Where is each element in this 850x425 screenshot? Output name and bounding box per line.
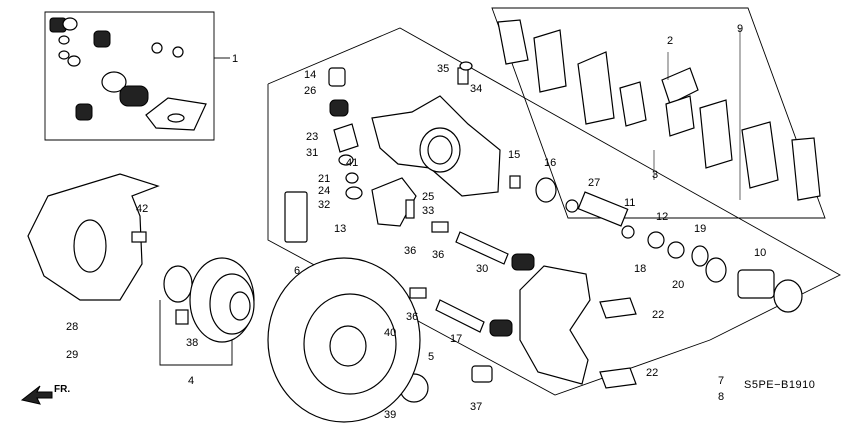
callout: 36	[406, 311, 418, 323]
callout: 32	[318, 199, 330, 211]
callout: 33	[422, 205, 434, 217]
callout: 40	[384, 327, 396, 339]
callout: 34	[470, 83, 482, 95]
callout: 28	[66, 321, 78, 333]
callout: 15	[508, 149, 520, 161]
callout: 27	[588, 177, 600, 189]
callout: 30	[476, 263, 488, 275]
brake-pads	[497, 19, 821, 201]
callout: 36	[404, 245, 416, 257]
callout: 16	[544, 157, 556, 169]
callout: 39	[384, 409, 396, 421]
callout: 10	[754, 247, 766, 259]
front-direction-label: FR.	[54, 384, 70, 395]
callout: 25	[422, 191, 434, 203]
callout: 6	[294, 265, 300, 277]
seal-kit-parts	[49, 17, 230, 131]
callout: 31	[306, 147, 318, 159]
callout: 37	[470, 401, 482, 413]
callout: 21	[318, 173, 330, 185]
callout: 29	[66, 349, 78, 361]
front-direction-arrow	[20, 385, 53, 405]
diagram-code: S5PE−B1910	[744, 379, 815, 391]
callout: 41	[346, 157, 358, 169]
callout: 5	[428, 351, 434, 363]
callout: 20	[672, 279, 684, 291]
callout: 7	[718, 375, 724, 387]
callout: 24	[318, 185, 330, 197]
callout: 35	[437, 63, 449, 75]
callout: 26	[304, 85, 316, 97]
callout: 9	[737, 23, 743, 35]
callout: 8	[718, 391, 724, 403]
callout: 3	[652, 169, 658, 181]
callout: 17	[450, 333, 462, 345]
callout: 11	[624, 197, 635, 209]
callout: 13	[334, 223, 346, 235]
callout: 42	[136, 203, 148, 215]
callout: 18	[634, 263, 646, 275]
callout-numbers: 1 2 3 4 5 6 7 8 9 10 11 12 13 14 15 16 1…	[66, 23, 766, 421]
callout: 12	[656, 211, 668, 223]
callout: 36	[432, 249, 444, 261]
callout: 14	[304, 69, 316, 81]
callout: 2	[667, 35, 673, 47]
callout: 22	[646, 367, 658, 379]
shield-hub-rotor	[27, 173, 421, 423]
callout: 19	[694, 223, 706, 235]
callout: 23	[306, 131, 318, 143]
callout: 38	[186, 337, 198, 349]
callout: 1	[232, 53, 238, 65]
callout: 22	[652, 309, 664, 321]
callout: 4	[188, 375, 194, 387]
